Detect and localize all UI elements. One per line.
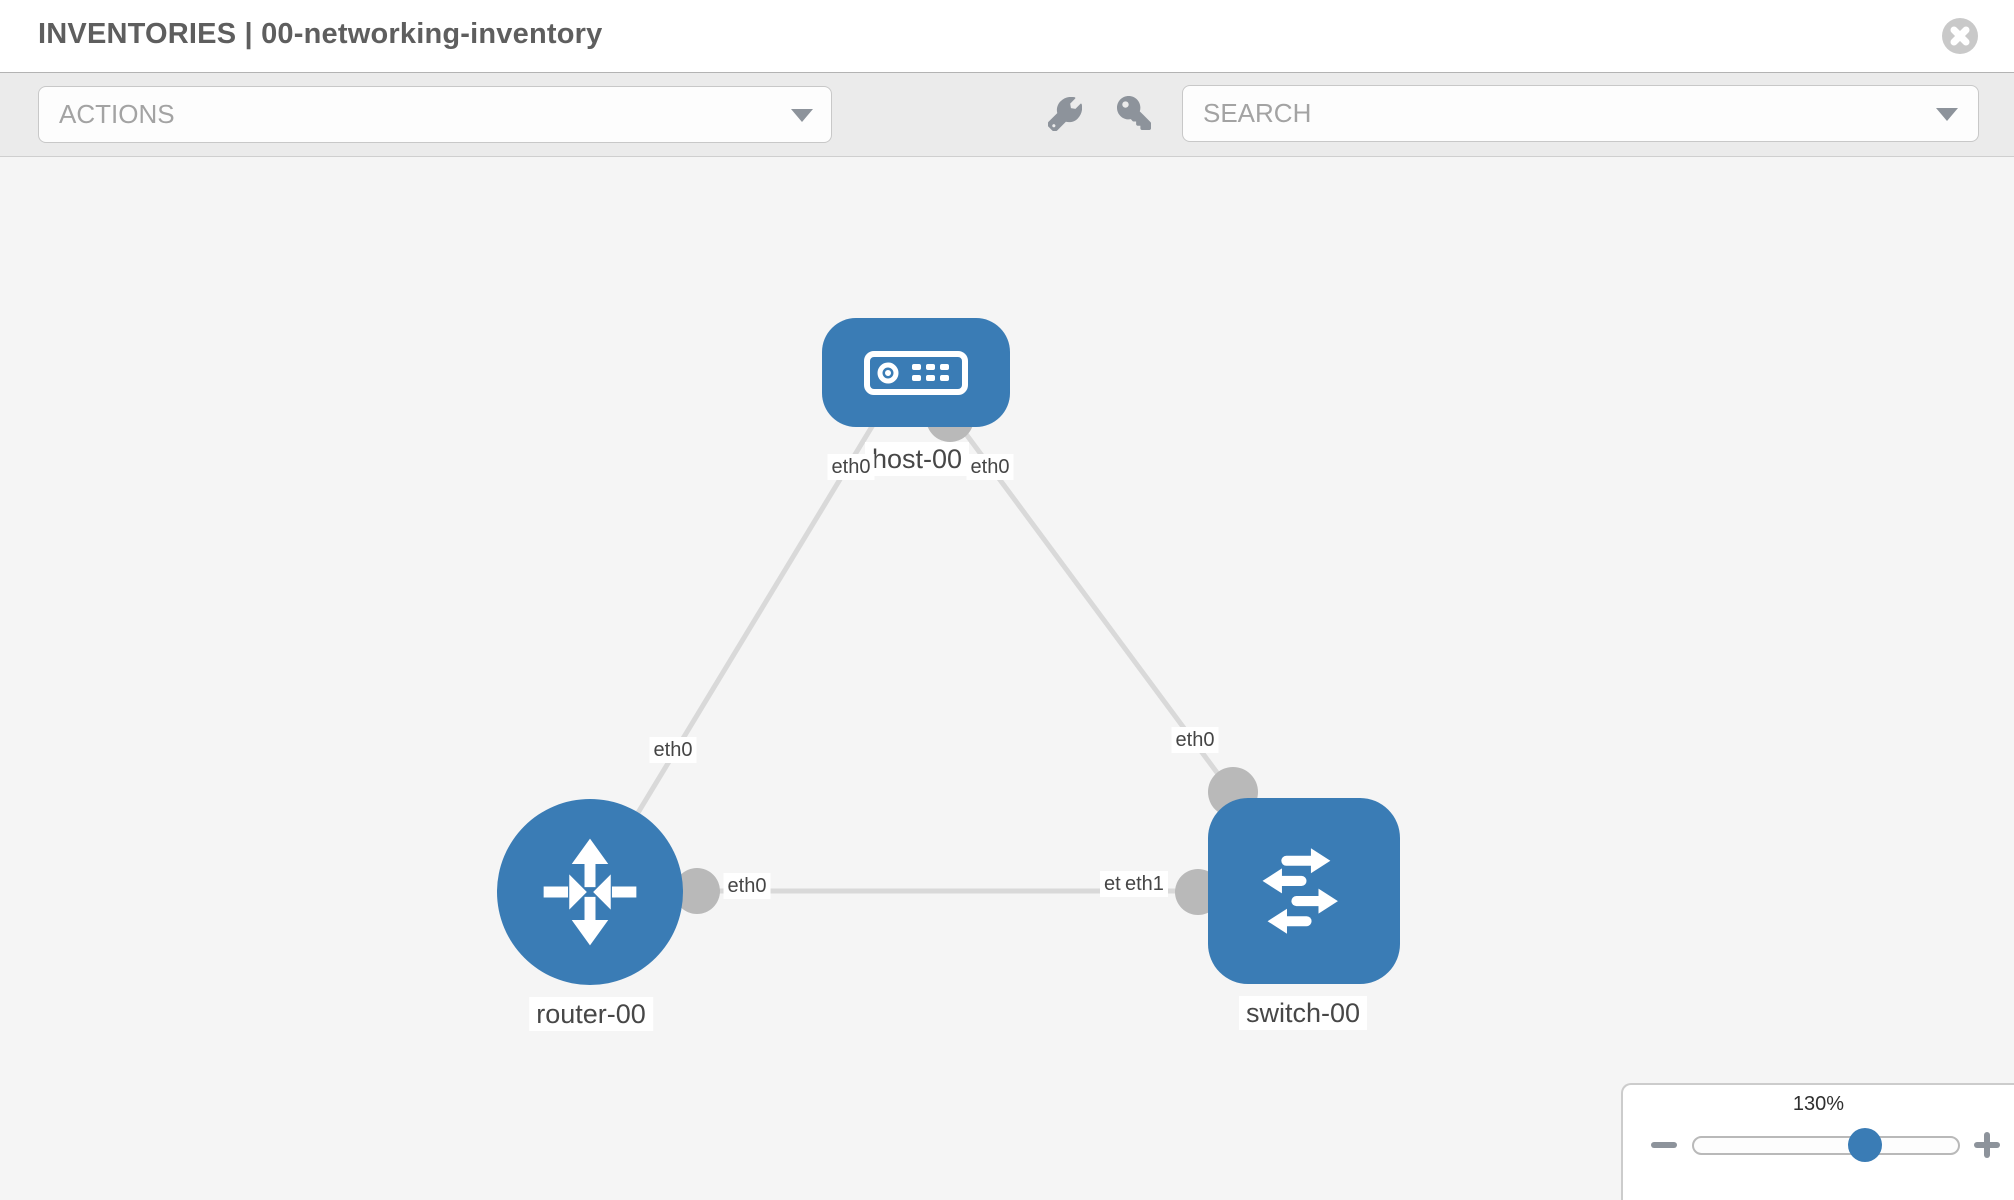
node-host-00[interactable] (822, 318, 1010, 427)
search-dropdown[interactable]: SEARCH (1182, 85, 1979, 142)
connector-router-right (674, 868, 720, 914)
zoom-slider-track[interactable] (1692, 1136, 1960, 1155)
zoom-control-panel: 130% (1621, 1083, 2014, 1200)
host-icon (864, 350, 968, 395)
zoom-in-button[interactable] (1984, 1132, 1990, 1158)
links-layer (587, 370, 1307, 915)
actions-dropdown-label: ACTIONS (59, 99, 175, 129)
zoom-level-value: 130% (1792, 1093, 1845, 1115)
chevron-down-icon (791, 109, 813, 122)
node-switch-00[interactable] (1208, 798, 1400, 984)
node-label-host-00: host-00 (864, 442, 970, 476)
if-label-router-eth0-top: eth0 (649, 737, 697, 763)
toolbar: ACTIONS SEARCH (0, 72, 2014, 157)
close-icon (1950, 26, 1970, 46)
node-label-router-00: router-00 (529, 997, 653, 1031)
zoom-out-button[interactable] (1651, 1142, 1677, 1148)
if-label-switch-eth1-over: eth1 (1121, 871, 1168, 897)
search-dropdown-label: SEARCH (1203, 98, 1312, 128)
node-router-00[interactable] (497, 799, 683, 985)
wrench-icon[interactable] (1047, 96, 1083, 136)
zoom-slider-thumb[interactable] (1848, 1128, 1882, 1162)
topology-canvas[interactable]: host-00 router-00 switch-00 eth0 eth0 et… (0, 157, 2014, 1200)
chevron-down-icon (1936, 108, 1958, 121)
key-icon[interactable] (1117, 96, 1151, 135)
router-icon (543, 838, 637, 946)
switch-icon (1262, 848, 1338, 934)
if-label-router-eth0-right: eth0 (723, 873, 771, 899)
if-label-host-eth0-right: eth0 (966, 454, 1014, 480)
page-title: INVENTORIES | 00-networking-inventory (38, 18, 603, 50)
actions-dropdown[interactable]: ACTIONS (38, 86, 832, 143)
close-button[interactable] (1942, 18, 1978, 54)
header-bar: INVENTORIES | 00-networking-inventory (0, 0, 2014, 72)
node-label-switch-00: switch-00 (1238, 996, 1368, 1030)
if-label-switch-eth0-top: eth0 (1171, 727, 1219, 753)
if-label-host-eth0-left: eth0 (827, 454, 875, 480)
